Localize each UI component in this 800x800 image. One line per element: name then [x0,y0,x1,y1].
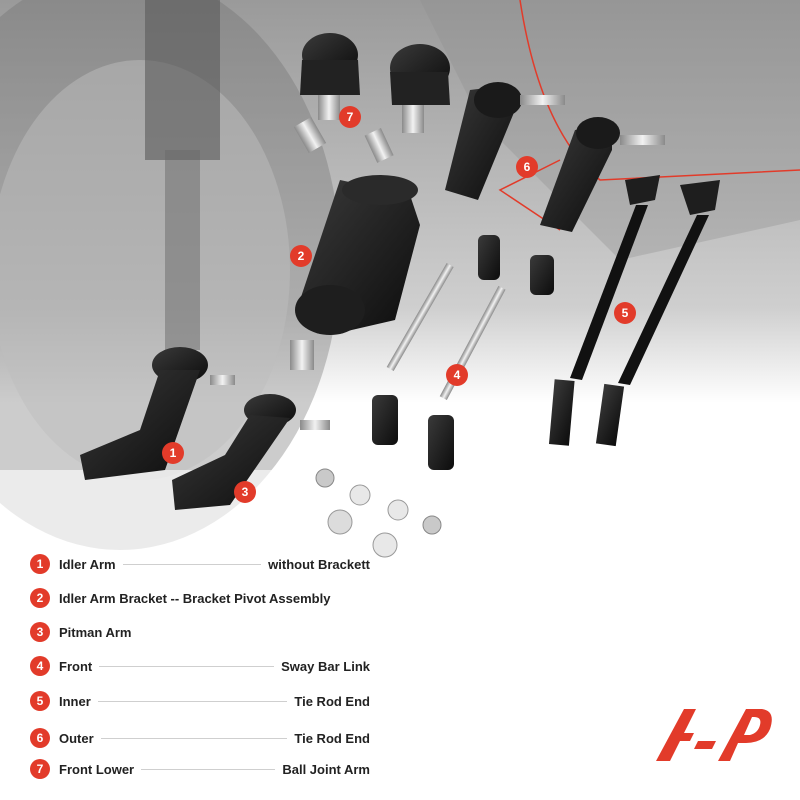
legend-part-name: Idler Arm Bracket -- Bracket Pivot Assem… [59,590,331,606]
legend-number-badge: 4 [30,656,50,676]
ball-joint-2 [364,44,450,163]
legend-part-name: Idler Arm [59,556,116,572]
legend-number-badge: 5 [30,691,50,711]
inner-tie-rod-end-2 [595,180,720,447]
photo-label-1: 1 [162,442,184,464]
legend-divider-line [99,665,275,667]
sway-bar-link-1 [372,235,500,445]
legend-row-4: 4 Front Sway Bar Link [30,654,370,678]
legend-divider-line [141,768,276,770]
inner-tie-rod-end-1 [548,175,660,446]
legend-row-7: 7 Front Lower Ball Joint Arm [30,757,370,781]
photo-label-4: 4 [446,364,468,386]
legend-part-detail: Tie Rod End [294,730,370,746]
legend-part-detail: Sway Bar Link [281,658,370,674]
photo-label-6: 6 [516,156,538,178]
legend-row-2: 2 Idler Arm Bracket -- Bracket Pivot Ass… [30,586,370,610]
legend-part-name: Front [59,658,93,674]
legend-number-badge: 2 [30,588,50,608]
legend-part-name: Outer [59,730,94,746]
legend-row-3: 3 Pitman Arm [30,620,370,644]
photo-label-7: 7 [339,106,361,128]
photo-label-2: 2 [290,245,312,267]
legend-part-detail: Tie Rod End [294,693,370,709]
legend-row-1: 1 Idler Arm without Brackett [30,552,370,576]
hardware-nuts-washers [315,468,442,558]
photo-label-5: 5 [614,302,636,324]
shock-absorber [145,0,220,160]
legend-number-badge: 3 [30,622,50,642]
outer-tie-rod-end-1 [445,82,565,200]
parts-legend: 1 Idler Arm without Brackett 2 Idler Arm… [0,545,800,800]
brand-logo [656,709,772,761]
ball-joint-1 [293,33,360,153]
legend-part-name: Front Lower [59,761,135,777]
legend-part-name: Inner [59,693,91,709]
legend-number-badge: 6 [30,728,50,748]
legend-number-badge: 1 [30,554,50,574]
legend-row-5: 5 Inner Tie Rod End [30,689,370,713]
legend-divider-line [122,563,262,565]
legend-divider-line [97,700,288,702]
legend-part-detail: Ball Joint Arm [282,761,370,777]
legend-divider-line [100,737,288,739]
pitman-arm [172,394,330,510]
outer-tie-rod-end-2 [540,117,665,232]
legend-row-6: 6 Outer Tie Rod End [30,726,370,750]
legend-number-badge: 7 [30,759,50,779]
legend-part-name: Pitman Arm [59,624,132,640]
legend-part-detail: without Brackett [268,556,370,572]
photo-label-3: 3 [234,481,256,503]
idler-arm-bracket [290,175,420,370]
